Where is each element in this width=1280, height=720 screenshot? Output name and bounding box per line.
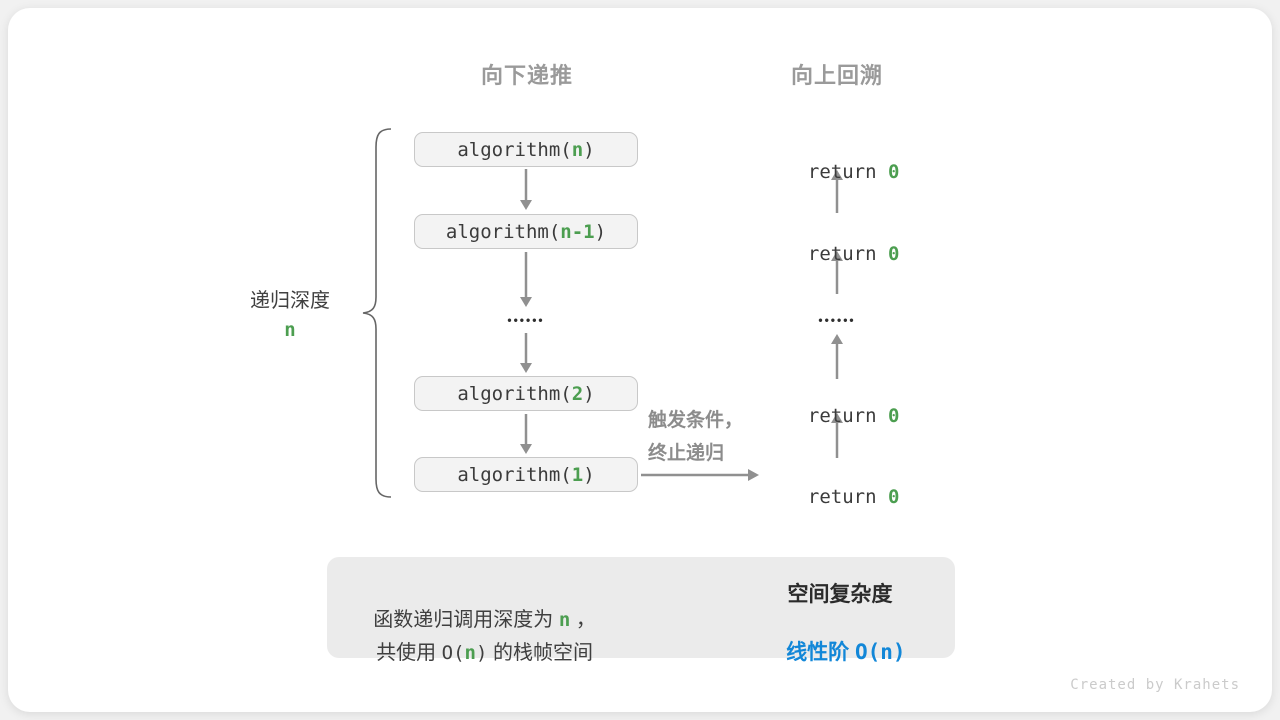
call-box-arg: n-1 (560, 220, 595, 243)
call-box-label: algorithm( (445, 220, 561, 243)
call-box-n: algorithm(n) (414, 132, 638, 167)
ellipsis-right: •••••• (818, 313, 856, 327)
return-value: 0 (887, 405, 900, 427)
call-box-2: algorithm(2) (414, 376, 638, 411)
return-value: 0 (887, 161, 900, 183)
return-keyword: return (807, 486, 888, 508)
summary-right-result: 线性阶 O(n) (740, 612, 940, 666)
return-statement: return 0 (785, 221, 900, 265)
summary-text: 的栈帧空间 (487, 642, 594, 664)
call-box-arg: 2 (571, 382, 584, 405)
summary-left-line2: 共使用 O(n) 的栈帧空间 (333, 613, 625, 665)
return-keyword: return (807, 243, 888, 265)
call-box-arg: 1 (571, 463, 584, 486)
return-keyword: return (807, 405, 888, 427)
summary-result-code: O( (854, 640, 881, 664)
summary-text: 函数递归调用深度为 (373, 609, 559, 631)
return-keyword: return (807, 161, 888, 183)
summary-result-arg: n (880, 640, 893, 664)
return-value: 0 (887, 486, 900, 508)
call-box-label: ) (583, 463, 595, 486)
depth-label: 递归深度 (250, 290, 330, 312)
header-descend: 向下递推 (480, 63, 573, 88)
summary-arg: n (464, 642, 476, 664)
call-box-label: ) (594, 220, 607, 243)
summary-text: 共使用 (376, 642, 442, 664)
return-value: 0 (887, 243, 900, 265)
summary-code: O( (441, 642, 465, 664)
summary-left-line1: 函数递归调用深度为 n ， (333, 580, 625, 632)
summary-code: ) (476, 642, 488, 664)
base-case-note-line1: 触发条件， (648, 410, 744, 431)
header-backtrack: 向上回溯 (790, 63, 883, 88)
call-box-n-1: algorithm(n-1) (414, 214, 638, 249)
call-box-label: algorithm( (457, 382, 572, 405)
call-box-arg: n (571, 138, 584, 161)
summary-result-text: 线性阶 (786, 641, 855, 664)
call-box-label: ) (583, 138, 595, 161)
summary-text: ， (570, 609, 596, 631)
ellipsis-left: •••••• (507, 313, 545, 327)
call-box-label: ) (583, 382, 595, 405)
call-box-label: algorithm( (457, 463, 572, 486)
summary-arg: n (558, 609, 571, 631)
depth-value: n (284, 319, 296, 341)
call-box-1: algorithm(1) (414, 457, 638, 492)
summary-result-code: ) (892, 640, 906, 664)
summary-panel (327, 557, 955, 658)
summary-right-title: 空间复杂度 (787, 583, 893, 606)
return-statement: return 0 (785, 139, 900, 183)
call-box-label: algorithm( (457, 138, 572, 161)
credit-text: Created by Krahets (1070, 677, 1240, 693)
return-statement: return 0 (785, 464, 900, 508)
return-statement: return 0 (785, 383, 900, 427)
base-case-note-line2: 终止递归 (648, 443, 725, 464)
